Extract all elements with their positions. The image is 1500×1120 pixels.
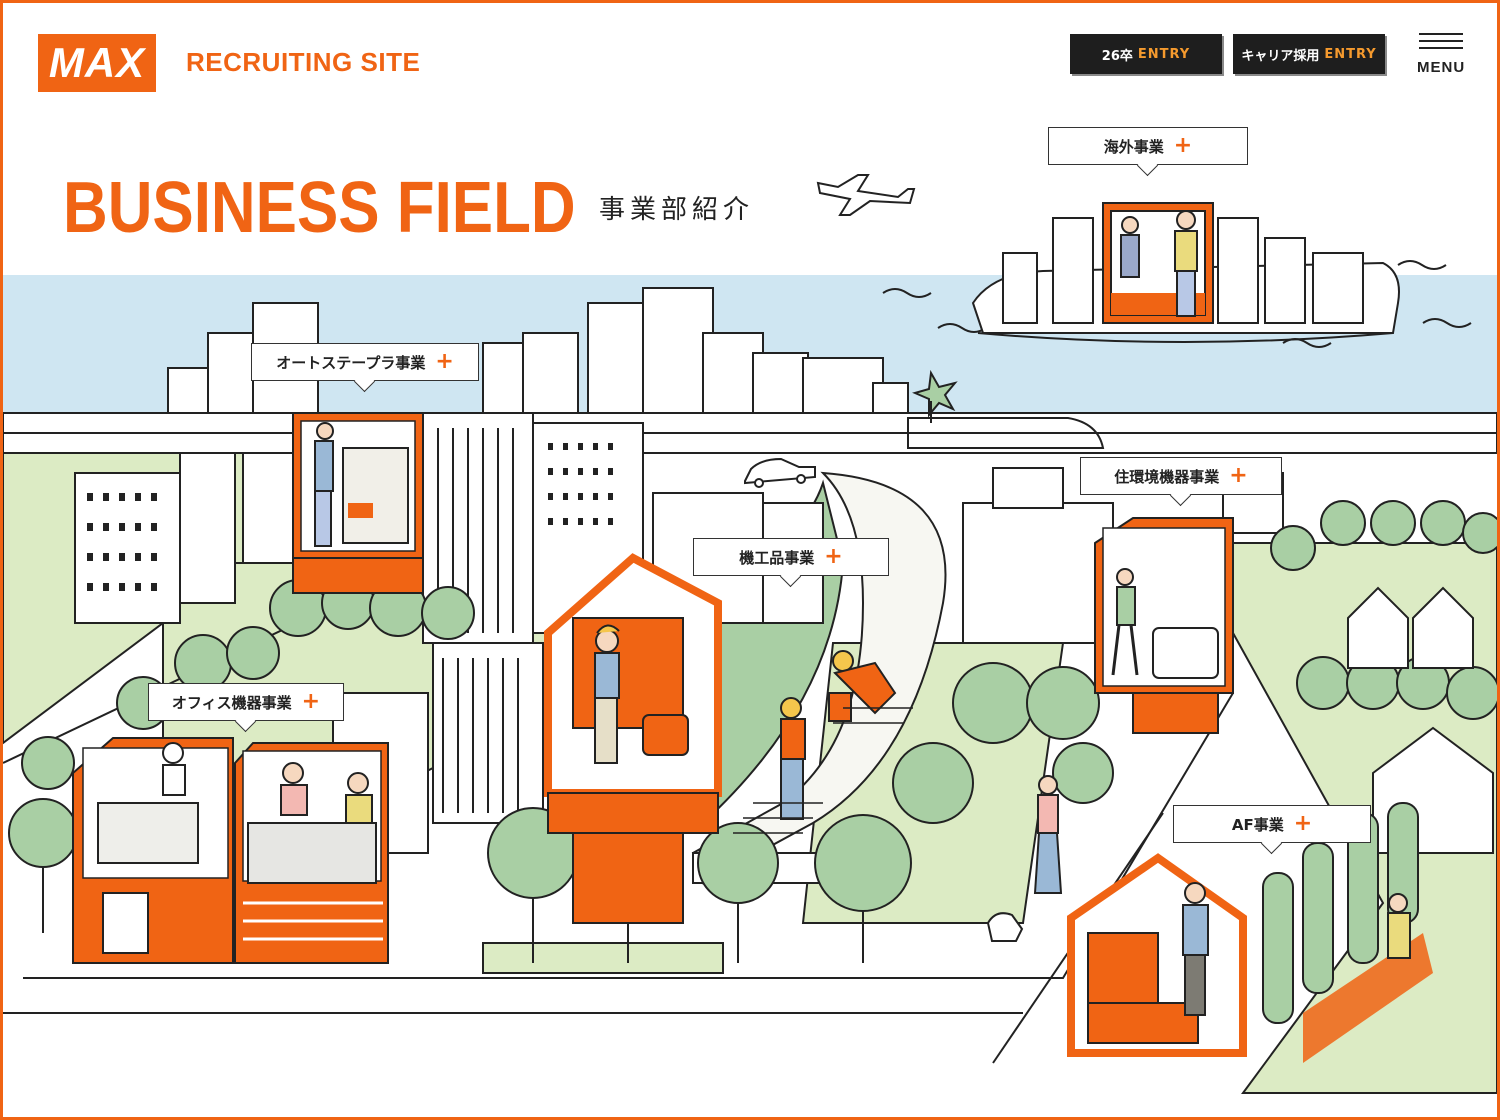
af-building <box>1067 853 1247 1057</box>
recruiting-site-title[interactable]: RECRUITING SITE <box>186 47 421 77</box>
plus-icon: + <box>1229 463 1248 488</box>
max-logo[interactable]: MAX <box>38 34 156 92</box>
train <box>3 412 1497 454</box>
overseas-island <box>971 202 1400 343</box>
airplane-icon <box>816 174 916 216</box>
callout-auto-stapler[interactable]: オートステープラ事業 + <box>251 343 479 381</box>
callout-af[interactable]: AF事業 + <box>1173 805 1371 843</box>
waves <box>882 260 1472 348</box>
callout-auto-stapler-label: オートステープラ事業 <box>276 353 426 372</box>
auto-stapler-building <box>292 412 424 594</box>
hamburger-icon-bar <box>1419 40 1463 42</box>
entry-career-button[interactable]: キャリア採用 ENTRY <box>1233 34 1385 74</box>
callout-overseas-label: 海外事業 <box>1103 137 1164 156</box>
callout-office-equipment[interactable]: オフィス機器事業 + <box>148 683 344 721</box>
entry-26-grad-prefix: 26卒 <box>1101 48 1133 64</box>
industrial-tools-building <box>544 553 722 924</box>
car-icon <box>744 457 816 488</box>
page-subtitle: 事業部紹介 <box>599 195 755 225</box>
page: MAX RECRUITING SITE 26卒 ENTRY キャリア採用 ENT… <box>3 3 1497 1117</box>
window-stripes <box>437 428 519 813</box>
entry-career-prefix: キャリア採用 <box>1241 48 1320 64</box>
construction-workers <box>780 650 897 820</box>
menu-button[interactable]: MENU <box>1417 33 1465 79</box>
callout-industrial-tools-label: 機工品事業 <box>739 548 815 567</box>
hamburger-icon <box>1419 33 1463 35</box>
vineyard <box>1262 802 1433 1063</box>
callout-housing-equipment-label: 住環境機器事業 <box>1114 467 1220 486</box>
palm-tree-icon <box>912 369 958 423</box>
menu-label: MENU <box>1417 59 1466 76</box>
window-dots <box>87 443 613 591</box>
page-title: BUSINESS FIELD <box>63 168 576 248</box>
plus-icon: + <box>824 544 843 569</box>
callout-af-label: AF事業 <box>1231 815 1284 834</box>
entry-26-grad-accent: ENTRY <box>1137 46 1191 62</box>
callout-housing-equipment[interactable]: 住環境機器事業 + <box>1080 457 1282 495</box>
plus-icon: + <box>301 689 321 714</box>
housing-equipment-building <box>1094 517 1234 734</box>
entry-career-accent: ENTRY <box>1324 46 1377 62</box>
office-equipment-building <box>72 737 389 964</box>
plus-icon: + <box>435 349 454 374</box>
plus-icon: + <box>1173 133 1193 158</box>
woman-walking-dog <box>986 775 1063 942</box>
callout-industrial-tools[interactable]: 機工品事業 + <box>693 538 889 576</box>
grid-pavement <box>733 707 913 834</box>
plus-icon: + <box>1293 811 1313 836</box>
callout-overseas[interactable]: 海外事業 + <box>1048 127 1248 165</box>
callout-office-equipment-label: オフィス機器事業 <box>171 693 292 712</box>
houses <box>1347 586 1494 854</box>
hamburger-icon-bar <box>1419 47 1463 49</box>
entry-26-grad-button[interactable]: 26卒 ENTRY <box>1070 34 1222 74</box>
